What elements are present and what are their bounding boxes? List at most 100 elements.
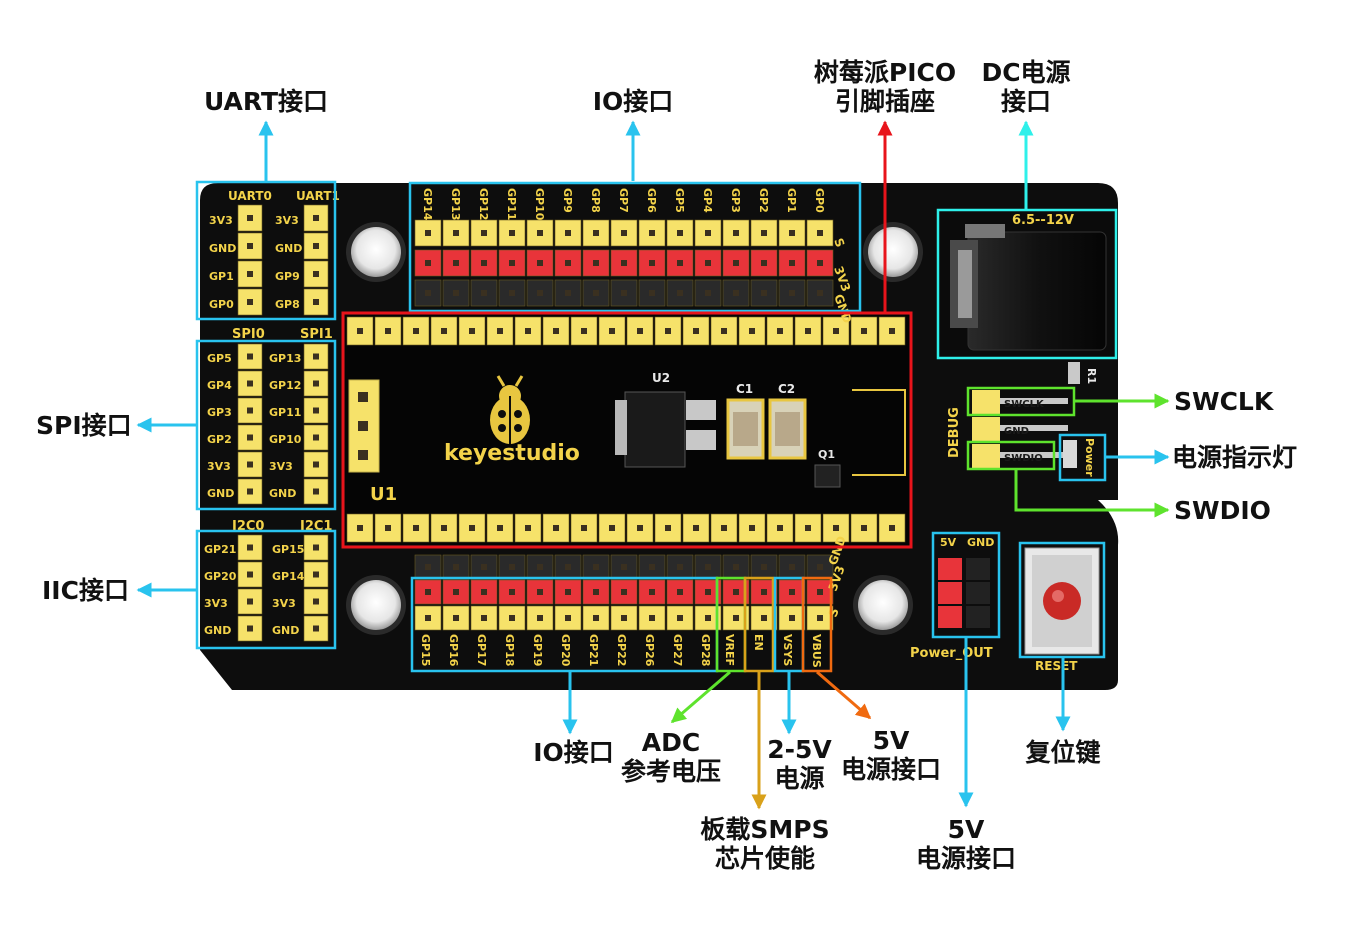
silk-uart0: UART0 bbox=[228, 189, 272, 203]
header-pin-hole bbox=[749, 328, 755, 334]
header-pin-hole bbox=[593, 589, 599, 595]
regulator-u2 bbox=[615, 391, 716, 468]
capacitor-c1 bbox=[726, 398, 765, 460]
header-pin-hole bbox=[553, 328, 559, 334]
header-pin-hole bbox=[621, 564, 627, 570]
header-pin-hole bbox=[313, 544, 319, 551]
silk-spi1-pin: GP11 bbox=[269, 406, 301, 419]
silk-uart0-pin: GP0 bbox=[209, 298, 234, 311]
header-pin-hole bbox=[425, 290, 431, 296]
header-pin-hole bbox=[481, 564, 487, 570]
header-pin-hole bbox=[357, 525, 363, 531]
header-pin-hole bbox=[247, 461, 253, 468]
silk-spi0-pin: GND bbox=[207, 487, 234, 500]
resistor-r1 bbox=[1068, 362, 1080, 384]
label-adc: ADC 参考电压 bbox=[610, 728, 732, 786]
header-pin-hole bbox=[805, 525, 811, 531]
header-pin-hole bbox=[761, 230, 767, 236]
header-pin-hole bbox=[425, 230, 431, 236]
label-smps-line1: 板载SMPS bbox=[700, 815, 830, 844]
silk-r1: R1 bbox=[1085, 368, 1098, 384]
header-pin-hole bbox=[637, 525, 643, 531]
power-led-box bbox=[1058, 433, 1107, 482]
header-pin-hole bbox=[649, 615, 655, 621]
label-io-top: IO接口 bbox=[592, 87, 674, 116]
header-pin-hole bbox=[481, 589, 487, 595]
silk-top-io-pin: GP1 bbox=[785, 188, 798, 213]
header-pin-hole bbox=[789, 230, 795, 236]
header-pin bbox=[498, 605, 526, 631]
header-pin-hole bbox=[705, 564, 711, 570]
header-pin-hole bbox=[453, 615, 459, 621]
header-pin-hole bbox=[509, 230, 515, 236]
header-pin-hole bbox=[581, 328, 587, 334]
header-pin-hole bbox=[313, 598, 319, 605]
header-pin-hole bbox=[313, 461, 319, 468]
header-pin-hole bbox=[789, 589, 795, 595]
header-pin-hole bbox=[453, 230, 459, 236]
silk-top-io-pin: GP13 bbox=[449, 188, 462, 220]
header-pin-hole bbox=[313, 407, 319, 414]
power-out-header bbox=[938, 558, 990, 628]
reset-box bbox=[1018, 541, 1106, 659]
silk-spi1-pin: GP10 bbox=[269, 433, 302, 446]
silk-i2c1-pin: GP15 bbox=[272, 543, 304, 556]
silk-spi0-pin: GP4 bbox=[207, 379, 232, 392]
silk-spi0-pin: 3V3 bbox=[207, 460, 231, 473]
header-pin-hole bbox=[593, 260, 599, 266]
header-pin-hole bbox=[553, 525, 559, 531]
header-pin-hole bbox=[677, 290, 683, 296]
label-pico-socket: 树莓派PICO 引脚插座 bbox=[800, 58, 970, 116]
header-pin bbox=[626, 513, 654, 543]
header-pin-hole bbox=[609, 328, 615, 334]
label-dc-power-line2: 接口 bbox=[1000, 87, 1051, 116]
vbus-box bbox=[801, 576, 833, 673]
header-pin-hole bbox=[889, 328, 895, 334]
header-pin-hole bbox=[649, 230, 655, 236]
silk-top-io-pin: GP10 bbox=[533, 188, 546, 221]
silk-i2c1-pin: GP14 bbox=[272, 570, 305, 583]
silk-reset: RESET bbox=[1035, 659, 1078, 673]
header-pin-hole bbox=[413, 328, 419, 334]
header-pin-hole bbox=[721, 328, 727, 334]
header-pin-hole bbox=[677, 260, 683, 266]
silk-uart0-pin: GND bbox=[209, 242, 236, 255]
header-pin-hole bbox=[497, 328, 503, 334]
header-pin-hole bbox=[817, 230, 823, 236]
header-pin-hole bbox=[425, 564, 431, 570]
silk-q1: Q1 bbox=[818, 448, 835, 461]
header-pin-hole bbox=[789, 564, 795, 570]
silk-top-io-pin: GP9 bbox=[561, 188, 574, 213]
header-pin-hole bbox=[761, 615, 767, 621]
silk-dc-range: 6.5--12V bbox=[1012, 213, 1074, 228]
silk-debug-pin: SWDIO bbox=[1004, 453, 1043, 464]
header-pin-hole bbox=[777, 525, 783, 531]
header-pin-hole bbox=[525, 328, 531, 334]
header-pin-hole bbox=[425, 615, 431, 621]
silk-bottom-io-pin: GP26 bbox=[643, 634, 656, 667]
header-pin-hole bbox=[313, 571, 319, 578]
header-pin-hole bbox=[537, 230, 543, 236]
swdio-box bbox=[966, 440, 1056, 471]
header-pin-hole bbox=[247, 625, 253, 632]
header-pin-hole bbox=[441, 328, 447, 334]
header-pin-hole bbox=[621, 589, 627, 595]
header-pin-hole bbox=[649, 290, 655, 296]
header-pin-hole bbox=[733, 230, 739, 236]
mounting-hole bbox=[858, 580, 908, 630]
label-5v-out-power: 5V 电源接口 bbox=[905, 815, 1027, 873]
header-pin-hole bbox=[665, 328, 671, 334]
header-pin-hole bbox=[565, 589, 571, 595]
header-pin-hole bbox=[441, 525, 447, 531]
silk-bottom-io-pin: GP19 bbox=[531, 634, 544, 666]
silk-debug: DEBUG bbox=[947, 407, 962, 458]
header-pin-hole bbox=[537, 615, 543, 621]
header-pin-hole bbox=[425, 589, 431, 595]
label-adc-line1: ADC bbox=[641, 728, 701, 757]
header-pin-hole bbox=[313, 243, 319, 249]
header-pin-hole bbox=[313, 299, 319, 305]
mounting-hole bbox=[351, 580, 401, 630]
header-pin-hole bbox=[833, 328, 839, 334]
header-pin-hole bbox=[621, 615, 627, 621]
